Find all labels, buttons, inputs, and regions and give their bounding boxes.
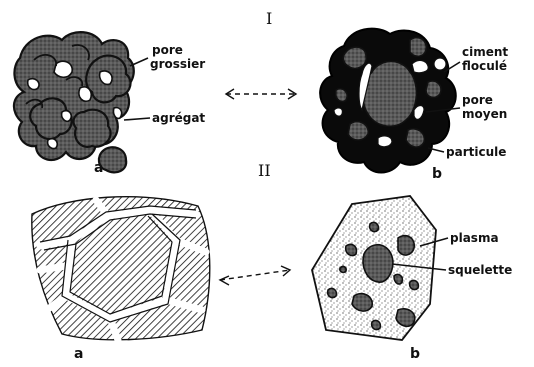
leader-agregat (124, 118, 150, 120)
panel-IIa-sub-label: a (74, 346, 83, 362)
label-agregat: agrégat (152, 111, 205, 125)
panel-IIa-fissured-mass (32, 197, 210, 340)
label-plasma: plasma (450, 231, 499, 245)
label-pore: pore (152, 43, 183, 57)
section-numeral-I: I (266, 9, 272, 28)
panel-Ia-sub-label: a (94, 160, 103, 176)
panel-Ia-aggregate-cluster (14, 32, 134, 172)
section-numeral-II: II (258, 161, 271, 180)
label-ciment: ciment (462, 45, 508, 59)
label-moyen: moyen (462, 107, 507, 121)
label-squelette: squelette (448, 263, 512, 277)
label-pore-b: pore (462, 93, 493, 107)
double-arrow-II (220, 266, 290, 285)
panel-IIb-sub-label: b (410, 346, 420, 362)
label-particule: particule (446, 145, 506, 159)
panel-Ib-sub-label: b (432, 166, 442, 182)
double-arrow-I (226, 89, 296, 99)
label-flocule: floculé (462, 59, 507, 73)
label-grossier: grossier (150, 57, 205, 71)
